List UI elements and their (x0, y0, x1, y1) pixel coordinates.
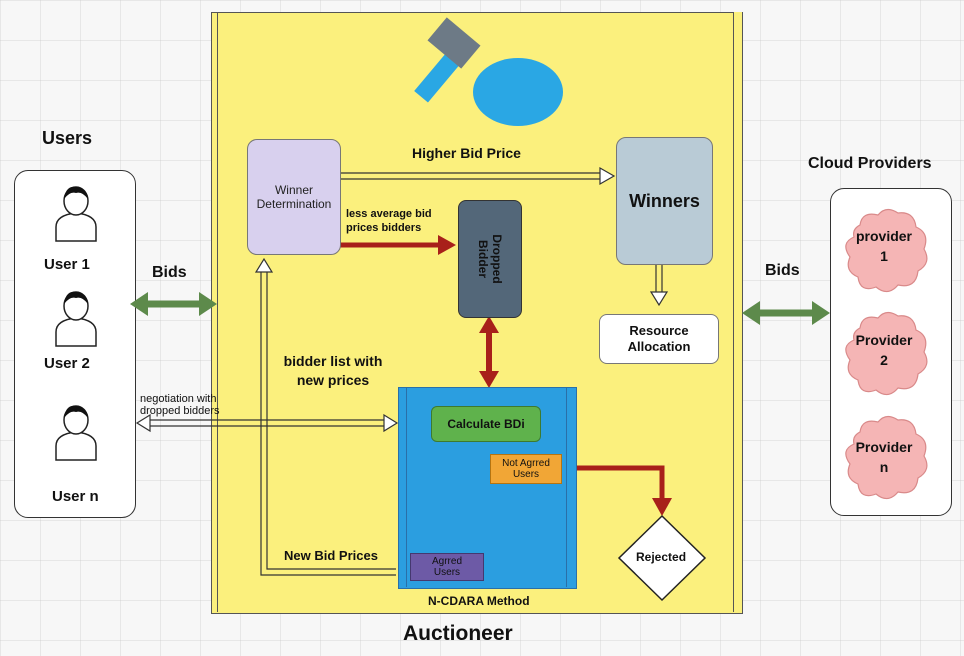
not-agreed-line2: Users (512, 469, 540, 480)
cloud-icon (845, 311, 928, 396)
bidder-list-label: bidder list with new prices (268, 352, 398, 390)
provider-1-line1: provider (855, 228, 912, 244)
dropped-bidder-box: Dropped Bidder (458, 200, 522, 318)
auctioneer-left-rail (211, 12, 218, 612)
person-icon (55, 291, 97, 347)
provider-n-line2: n (879, 459, 889, 475)
not-agreed-users-box: Not Agrred Users (490, 454, 562, 484)
agreed-users-box: Agrred Users (410, 553, 484, 581)
higher-bid-arrow (340, 166, 616, 186)
cloud-icon (845, 208, 928, 293)
less-average-label: less average bid prices bidders (346, 207, 432, 235)
rejected-label: Rejected (636, 550, 687, 564)
provider-n-label: Provider n (840, 437, 928, 477)
bids-left-label: Bids (152, 264, 187, 281)
provider-2-line1: Provider (855, 332, 913, 348)
bids-right-label: Bids (765, 262, 800, 279)
bidder-list-line2: new prices (296, 372, 370, 388)
winners-box: Winners (616, 137, 713, 265)
less-average-line2: prices bidders (346, 222, 422, 234)
not-agreed-line1: Not Agrred (502, 458, 550, 469)
provider-1-line2: 1 (880, 248, 888, 264)
provider-2-label: Provider 2 (840, 330, 928, 370)
provider-n-line1: Provider (855, 439, 913, 455)
rejected-arrow (561, 465, 672, 516)
user-1-label: User 1 (44, 256, 90, 273)
dropped-ncdara-arrow (479, 316, 499, 388)
bidder-list-line1: bidder list with (283, 353, 383, 369)
auctioneer-label: Auctioneer (403, 622, 513, 645)
winners-resource-arrow (649, 264, 669, 307)
bids-arrow-right (742, 301, 830, 325)
auctioneer-right-rail (733, 12, 742, 612)
agreed-line1: Agrred (431, 556, 462, 567)
provider-2-line2: 2 (880, 352, 888, 368)
calculate-bdi-box: Calculate BDi (431, 406, 541, 442)
negotiation-line2: dropped bidders (140, 405, 220, 417)
bids-arrow-left (130, 292, 217, 316)
dropped-line2: Bidder (476, 239, 490, 278)
new-bid-prices-label: New Bid Prices (284, 548, 378, 563)
resource-line2: Allocation (627, 339, 691, 354)
resource-allocation-box: Resource Allocation (599, 314, 719, 364)
ncdara-right-rail (566, 387, 567, 587)
user-n-label: User n (52, 488, 99, 505)
less-average-arrow (339, 235, 456, 255)
winner-determination-box: Winner Determination (247, 139, 341, 255)
negotiation-line1: negotiation with (140, 393, 217, 405)
ncdara-left-rail (406, 387, 407, 587)
less-average-line1: less average bid (346, 208, 432, 220)
person-icon (55, 405, 97, 461)
winner-det-line2: Determination (256, 197, 332, 211)
person-icon (55, 186, 97, 242)
method-label: N-CDARA Method (428, 594, 530, 608)
cloud-icon (845, 415, 928, 500)
resource-line1: Resource (629, 323, 689, 338)
winner-det-line1: Winner (274, 183, 313, 197)
dropped-line1: Dropped (490, 234, 504, 284)
users-heading: Users (42, 128, 93, 148)
rejected-diamond (617, 514, 707, 602)
agreed-line2: Users (433, 567, 461, 578)
negotiation-label: negotiation with dropped bidders (140, 393, 220, 417)
new-bid-prices-arrow (254, 257, 396, 576)
higher-bid-label: Higher Bid Price (412, 145, 521, 161)
cloud-providers-heading: Cloud Providers (808, 155, 932, 172)
user-2-label: User 2 (44, 355, 90, 372)
auction-hammer-icon (414, 17, 563, 126)
provider-1-label: provider 1 (840, 226, 928, 266)
